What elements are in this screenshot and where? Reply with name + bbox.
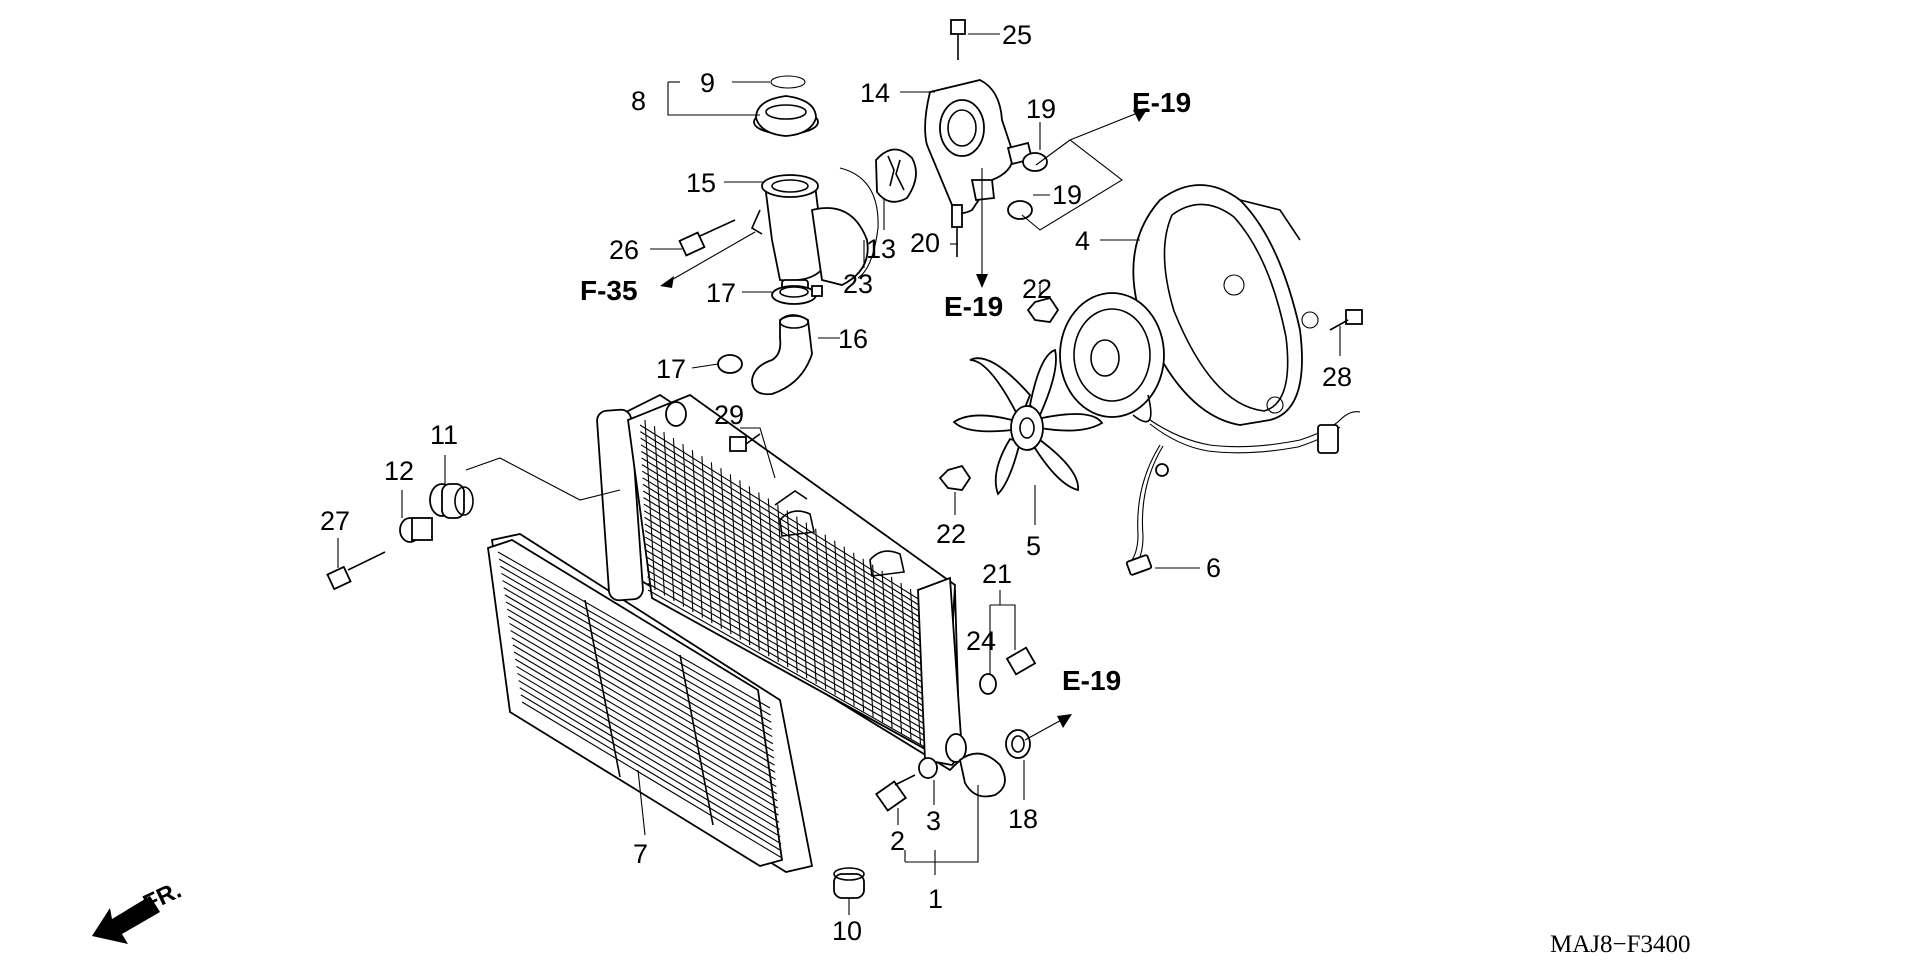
thermostat xyxy=(875,148,917,203)
part-number: 23 xyxy=(843,269,873,299)
part-labels: 1 2 3 4 5 6 7 8 9 10 11 12 13 14 15 16 1… xyxy=(320,20,1352,946)
hose-clamps xyxy=(717,152,1048,759)
part-number: 8 xyxy=(631,86,646,116)
reference-label: E-19 xyxy=(1132,87,1191,118)
diagram-code: MAJ8−F3400 xyxy=(1550,931,1691,958)
part-number: 2 xyxy=(890,826,905,856)
part-number: 29 xyxy=(714,400,744,430)
part-number: 26 xyxy=(609,235,639,265)
radiator-core xyxy=(596,393,967,772)
part-number: 19 xyxy=(1052,180,1082,210)
part-number: 25 xyxy=(1002,20,1032,50)
reference-label: E-19 xyxy=(944,291,1003,322)
radiator-cap xyxy=(753,75,819,137)
reference-label: F-35 xyxy=(580,275,638,306)
front-direction-arrow: FR. xyxy=(92,877,186,944)
cooling-fan xyxy=(952,348,1104,496)
part-number: 16 xyxy=(838,324,868,354)
part-number: 1 xyxy=(928,884,943,914)
part-number: 28 xyxy=(1322,362,1352,392)
part-number: 3 xyxy=(926,806,941,836)
part-number: 10 xyxy=(832,916,862,946)
part-number: 11 xyxy=(430,420,458,450)
part-number: 12 xyxy=(384,456,414,486)
leader-lines xyxy=(337,33,1341,915)
part-number: 7 xyxy=(633,839,648,869)
filler-neck xyxy=(750,167,879,295)
part-number: 13 xyxy=(866,234,896,264)
fan-shroud xyxy=(1132,184,1319,426)
part-number: 18 xyxy=(1008,804,1038,834)
part-number: 19 xyxy=(1026,94,1056,124)
part-number: 4 xyxy=(1075,226,1090,256)
reference-labels: E-19 E-19 E-19 F-35 xyxy=(580,87,1191,696)
lower-hose xyxy=(958,752,1006,798)
fasteners xyxy=(326,19,1363,899)
part-number: 17 xyxy=(706,278,736,308)
part-number: 17 xyxy=(656,354,686,384)
part-number: 22 xyxy=(1022,274,1052,304)
part-number: 15 xyxy=(686,168,716,198)
fan-motor xyxy=(1059,292,1361,576)
thermostat-housing xyxy=(924,79,1034,214)
part-number: 6 xyxy=(1206,553,1221,583)
part-number: 24 xyxy=(966,626,996,656)
part-number: 27 xyxy=(320,506,350,536)
part-number: 14 xyxy=(860,78,890,108)
part-number: 5 xyxy=(1026,531,1041,561)
part-number: 9 xyxy=(700,68,715,98)
part-number: 20 xyxy=(910,228,940,258)
part-number: 22 xyxy=(936,519,966,549)
reference-label: E-19 xyxy=(1062,665,1121,696)
water-hose xyxy=(751,314,813,396)
radiator-grille xyxy=(487,533,814,873)
part-number: 21 xyxy=(982,559,1012,589)
